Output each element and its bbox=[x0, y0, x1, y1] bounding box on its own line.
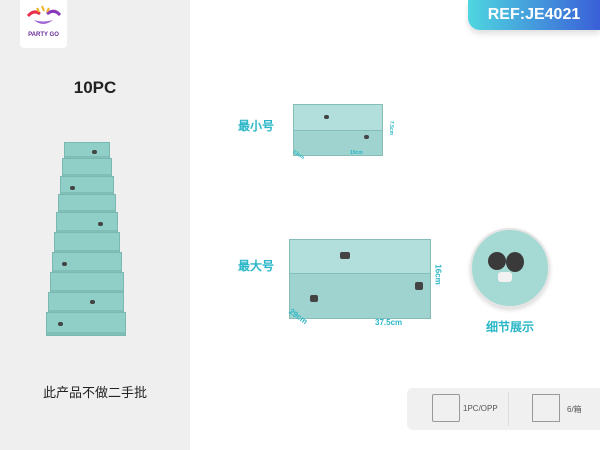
largest-label: 最大号 bbox=[238, 259, 275, 273]
carton-text: 6/箱 bbox=[567, 405, 582, 414]
detail-caption: 细节展示 bbox=[485, 320, 534, 334]
logo-text: PARTY GO bbox=[28, 32, 59, 38]
packaging-info: 1PC/OPP 6/箱 bbox=[407, 388, 600, 430]
opp-bag-icon bbox=[432, 394, 460, 422]
product-note: 此产品不做二手批 bbox=[42, 385, 147, 400]
largest-box-image bbox=[289, 239, 431, 319]
reference-badge: REF:JE4021 bbox=[468, 0, 600, 30]
brand-logo: PARTY GO bbox=[20, 0, 67, 48]
detail-closeup-image bbox=[470, 228, 550, 308]
smallest-height: 7.5cm bbox=[388, 120, 395, 136]
opp-text: 1PC/OPP bbox=[463, 404, 498, 413]
smallest-length: 19cm bbox=[350, 150, 363, 156]
smallest-box-image bbox=[293, 104, 383, 156]
smallest-label: 最小号 bbox=[238, 119, 275, 133]
largest-length: 37.5cm bbox=[375, 318, 403, 327]
party-mask-icon bbox=[26, 5, 62, 24]
piece-count: 10PC bbox=[73, 78, 117, 97]
left-panel: PARTY GO 10PC 此产品不做二手批 bbox=[0, 0, 190, 450]
largest-height: 16cm bbox=[433, 264, 443, 285]
carton-box-icon bbox=[532, 394, 560, 422]
